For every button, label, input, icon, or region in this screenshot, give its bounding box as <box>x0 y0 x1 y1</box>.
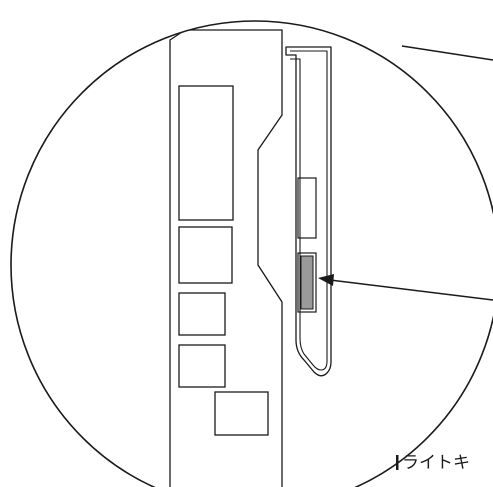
arrowhead <box>318 274 334 286</box>
card-bracket-outer <box>285 46 332 377</box>
circuit-board <box>169 29 283 487</box>
callout-label: ライトキ <box>402 453 470 473</box>
card-bracket-inner <box>290 50 328 371</box>
board-chip-square-2 <box>178 292 226 336</box>
board-chip-wide <box>214 391 269 436</box>
leader-line-pointer <box>329 279 493 301</box>
board-chip-square-1 <box>178 226 233 284</box>
bracket-slot <box>297 177 317 239</box>
label-marker-bar <box>396 455 399 470</box>
bracket-highlight-window <box>297 252 317 313</box>
board-chip-square-3 <box>178 344 226 388</box>
board-chip-large <box>178 85 234 221</box>
leader-line-top <box>401 45 493 61</box>
magnifier-circle <box>10 20 493 487</box>
highlighted-component <box>300 255 314 310</box>
lens-content <box>169 29 332 487</box>
